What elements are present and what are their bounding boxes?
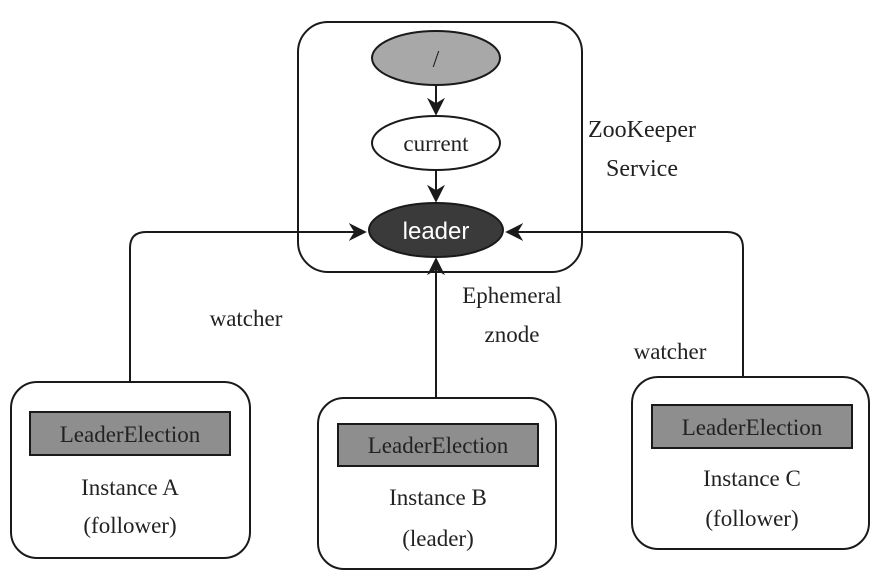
watcher-edge-a: [121, 223, 367, 410]
root-znode: [371, 30, 501, 86]
instance-a-role: (follower): [83, 513, 176, 538]
instance-b-component-label: LeaderElection: [368, 433, 509, 458]
current-znode-label: current: [403, 131, 469, 156]
current-znode: [371, 115, 501, 171]
instance-b-name: Instance B: [389, 485, 487, 510]
leader-znode-label: leader: [403, 218, 470, 245]
service-label-line1: ZooKeeper: [588, 117, 696, 143]
service-label-line2: Service: [606, 156, 678, 182]
instance-c-role: (follower): [705, 506, 798, 531]
root-znode-label: /: [433, 47, 440, 73]
watcher-label-left: watcher: [210, 306, 283, 331]
ephemeral-label-line1: Ephemeral: [462, 283, 562, 308]
watcher-label-right: watcher: [634, 339, 707, 364]
watcher-edge-c: [505, 223, 752, 400]
instance-a-component-label: LeaderElection: [60, 422, 201, 447]
ephemeral-label-line2: znode: [485, 322, 540, 347]
instance-b-role: (leader): [402, 526, 474, 551]
instance-c-component-label: LeaderElection: [682, 415, 823, 440]
instance-b-leaderelection-box: [337, 423, 539, 467]
leader-znode: [368, 202, 504, 258]
instance-c-name: Instance C: [703, 466, 801, 491]
instance-a-leaderelection-box: [29, 411, 231, 456]
instance-c-leaderelection-box: [651, 404, 853, 449]
instance-a-name: Instance A: [81, 475, 179, 500]
